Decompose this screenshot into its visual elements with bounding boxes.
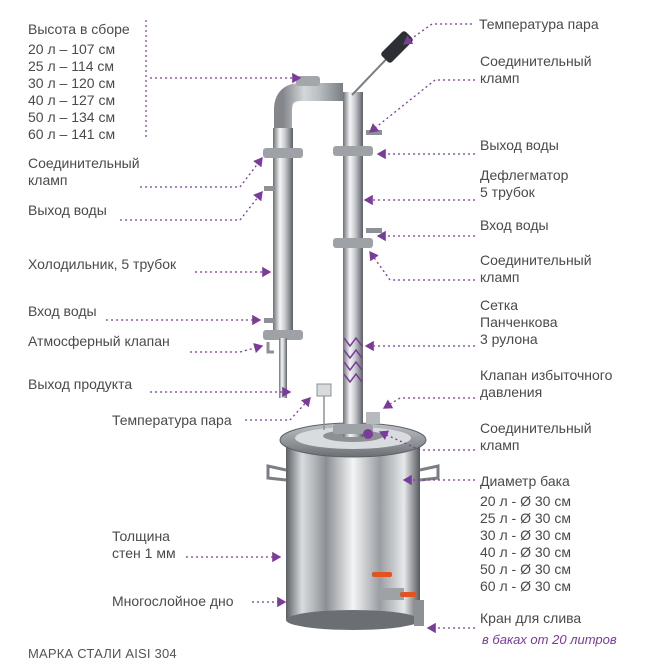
tank-diameter-title: Диаметр бака [480,473,570,489]
clamp-left-label: Соединительный кламп [28,155,140,189]
tank [266,422,440,630]
height-item: 30 л – 120 см [28,75,116,91]
clamp-left-line1: Соединительный [28,155,140,171]
wall-line1: Толщина [112,528,170,544]
mesh-line1: Сетка [480,297,519,313]
dephleg-label: Дефлегматор 5 трубок [480,167,568,201]
product-out-label: Выход продукта [28,376,133,392]
steam-temp-top-label: Температура пара [479,16,599,32]
height-item: 20 л – 107 см [28,41,116,57]
thermometer-top [351,31,413,96]
drain-label: Кран для слива [480,610,582,626]
relief-valve-label: Клапан избыточного давления [480,367,612,401]
clamp-top-label: Соединительный кламп [480,53,592,87]
dephleg-line1: Дефлегматор [480,167,569,183]
column [333,92,382,439]
water-out-left-label: Выход воды [28,202,107,218]
bottom-label: Многослойное дно [112,593,234,609]
cooler-label: Холодильник, 5 трубок [28,256,177,272]
atmo-valve-label: Атмосферный клапан [28,333,170,349]
clamp-bottom-line1: Соединительный [480,420,592,436]
steel-grade: МАРКА СТАЛИ AISI 304 [28,646,177,661]
height-item: 40 л – 127 см [28,92,116,108]
clamp-bottom-label: Соединительный кламп [480,420,592,454]
thermometer-mid [316,383,332,430]
wall-line2: стен 1 мм [112,545,176,561]
steam-temp-mid-label: Температура пара [112,412,232,428]
mesh-line3: 3 рулона [480,331,538,347]
clamp-top-line1: Соединительный [480,53,592,69]
tank-item: 50 л - Ø 30 см [480,561,571,577]
drain-note: в баках от 20 литров [482,632,617,647]
mesh-label: Сетка Панченкова 3 рулона [480,297,558,348]
tank-item: 30 л - Ø 30 см [480,527,571,543]
height-item: 25 л – 114 см [28,58,115,74]
clamp-mid-label: Соединительный кламп [480,252,592,286]
relief-line2: давления [480,384,543,400]
tank-item: 40 л - Ø 30 см [480,544,571,560]
clamp-top-line2: кламп [480,70,520,86]
tank-list: 20 л - Ø 30 см 25 л - Ø 30 см 30 л - Ø 3… [480,493,571,595]
clamp-mid-line1: Соединительный [480,252,592,268]
assembly-height-title: Высота в сборе [28,21,130,37]
dephleg-line2: 5 трубок [480,184,535,200]
clamp-mid-line2: кламп [480,269,520,285]
tank-item: 20 л - Ø 30 см [480,493,571,509]
mesh-line2: Панченкова [480,314,558,330]
clamp-bottom-line2: кламп [480,437,520,453]
cooler [263,128,303,398]
height-list: 20 л – 107 см 25 л – 114 см 30 л – 120 с… [28,41,115,143]
clamp-left-line2: кламп [28,172,68,188]
water-in-label: Вход воды [480,217,549,233]
tank-item: 25 л - Ø 30 см [480,510,571,526]
wall-thickness-label: Толщина стен 1 мм [112,528,176,562]
height-item: 50 л – 134 см [28,109,116,125]
relief-line1: Клапан избыточного [480,367,613,383]
tank-item: 60 л - Ø 30 см [480,578,571,594]
water-in-left-label: Вход воды [28,303,97,319]
water-out-label: Выход воды [480,137,559,153]
height-item: 60 л – 141 см [28,126,116,142]
